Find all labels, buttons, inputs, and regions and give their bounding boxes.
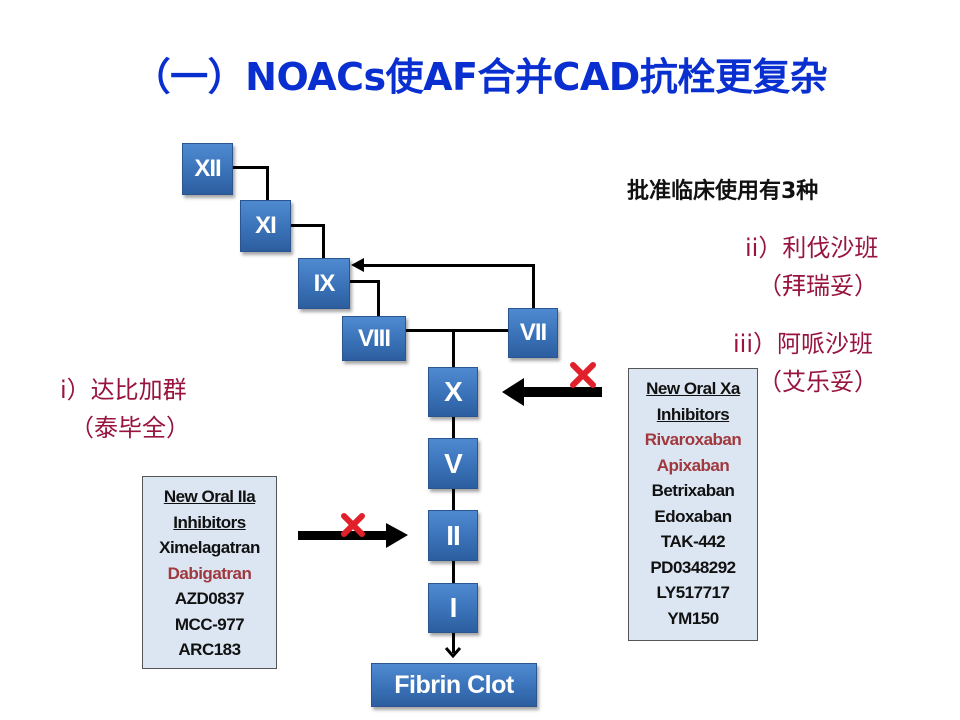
factor-ix: IX <box>298 258 350 309</box>
iia-inhibitor-arrow-head <box>386 523 408 548</box>
drug-item: LY517717 <box>656 583 730 602</box>
drug-item: Edoxaban <box>654 506 732 526</box>
drug-item: Ximelagatran <box>159 538 260 557</box>
drug-i-name: i）达比加群 <box>60 376 187 404</box>
panel-header: New Oral Xa <box>646 379 740 398</box>
red-x-icon-xa <box>570 362 596 388</box>
panel-header: Inhibitors <box>656 404 730 424</box>
connector-ix-viii-h <box>350 280 380 283</box>
factor-i: I <box>428 583 478 633</box>
connector-ix-viii-v <box>377 280 380 317</box>
approved-note: 批准临床使用有3种 <box>627 179 819 204</box>
factor-ii: II <box>428 510 478 561</box>
connector-vii-ix-h <box>362 264 535 267</box>
drug-iii-name: iii）阿哌沙班 <box>733 330 874 358</box>
connector-ii-i <box>452 561 455 583</box>
drug-item: Betrixaban <box>651 481 735 500</box>
xa-inhibitors-panel: New Oral Xa Inhibitors Rivaroxaban Apixa… <box>628 368 758 641</box>
panel-header: Inhibitors <box>173 512 246 532</box>
connector-xi-ix-v <box>322 224 325 259</box>
drug-item-highlight: Rivaroxaban <box>644 430 742 449</box>
connector-tenase-x-v <box>452 329 455 367</box>
drug-ii-name: ii）利伐沙班 <box>745 234 879 262</box>
factor-xii: XII <box>182 143 233 195</box>
factor-vii: VII <box>508 308 558 358</box>
drug-ii-brand: （拜瑞妥） <box>758 272 878 300</box>
drug-i-brand: （泰毕全） <box>70 414 190 442</box>
connector-i-fibrin <box>452 633 455 653</box>
iia-inhibitors-panel: New Oral IIa Inhibitors Ximelagatran Dab… <box>142 476 277 669</box>
connector-vii-ix-v <box>532 264 535 309</box>
arrow-head-into-ix <box>351 258 364 272</box>
arrow-head-into-fibrin <box>444 647 462 659</box>
connector-v-ii <box>452 489 455 510</box>
factor-xi: XI <box>240 200 291 252</box>
connector-xii-xi-v <box>266 166 269 201</box>
drug-item: PD0348292 <box>650 557 736 577</box>
panel-header: New Oral IIa <box>163 487 256 506</box>
drug-iii-brand: （艾乐妥） <box>758 368 878 396</box>
connector-xii-xi-h <box>233 166 269 169</box>
drug-item: AZD0837 <box>174 589 245 608</box>
red-x-icon-iia <box>341 513 365 537</box>
drug-item-highlight: Dabigatran <box>167 563 252 583</box>
fibrin-clot: Fibrin Clot <box>371 663 537 707</box>
connector-xi-ix-h <box>291 224 325 227</box>
factor-v: V <box>428 438 478 489</box>
connector-viii-vii-h <box>406 329 509 332</box>
page-title: （一）NOACs使AF合并CAD抗栓更复杂 <box>132 55 828 99</box>
drug-item-highlight: Apixaban <box>656 455 730 475</box>
drug-item: ARC183 <box>178 640 241 659</box>
xa-inhibitor-arrow-head <box>502 378 524 406</box>
connector-x-v <box>452 417 455 438</box>
drug-item: MCC-977 <box>174 614 245 634</box>
drug-item: YM150 <box>667 608 719 628</box>
factor-viii: VIII <box>342 316 406 361</box>
drug-item: TAK-442 <box>660 532 726 551</box>
xa-inhibitor-arrow-shaft <box>520 387 602 397</box>
factor-x: X <box>428 367 478 417</box>
